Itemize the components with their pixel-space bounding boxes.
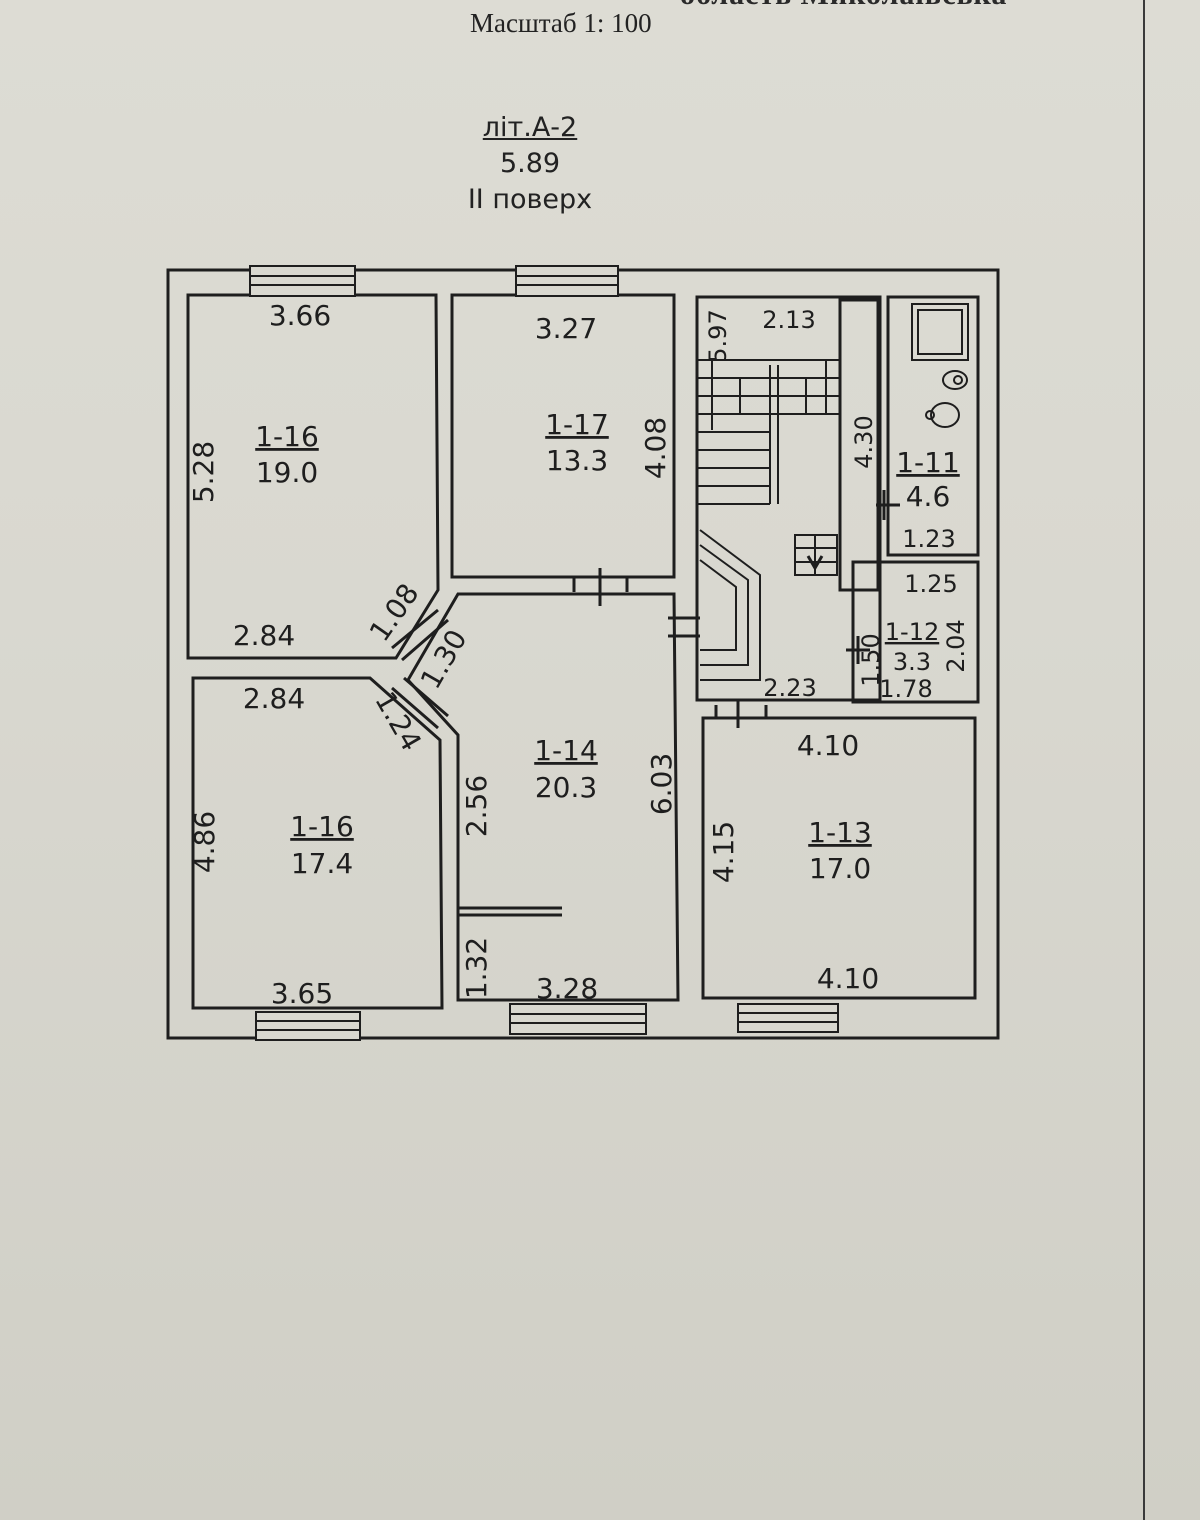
room-label-1-12: 1-12 — [885, 618, 939, 646]
toilet-icon — [925, 370, 968, 428]
room-1-16-top-outline — [186, 293, 440, 660]
dim-r14-right: 6.03 — [645, 753, 678, 815]
dim-r16b-side: 4.86 — [188, 811, 221, 873]
dim-r12-right: 2.04 — [942, 619, 970, 672]
room-area-1-17: 13.3 — [546, 444, 608, 477]
dim-r16b-top: 2.84 — [243, 682, 305, 715]
stair-arrow — [794, 534, 838, 576]
window-top-2 — [515, 265, 619, 297]
stair-treads — [697, 359, 840, 505]
dim-r13-bottom: 4.10 — [817, 962, 879, 995]
room-label-1-11: 1-11 — [896, 446, 960, 479]
dim-r16a-bottom: 2.84 — [233, 619, 295, 652]
room-area-1-16-top: 19.0 — [256, 456, 318, 489]
dim-r13-top: 4.10 — [797, 729, 859, 762]
room-area-1-12: 3.3 — [893, 648, 931, 676]
floor-name: ІІ поверх — [467, 184, 593, 215]
dim-r12-bottom: 1.78 — [879, 675, 932, 703]
room-label-1-14: 1-14 — [534, 734, 598, 767]
dim-diag-130: 1.30 — [414, 624, 474, 694]
dim-r14-bottom: 3.28 — [536, 972, 598, 1005]
dim-r17-side: 4.08 — [639, 417, 672, 479]
stair-landing-turn — [699, 529, 761, 681]
dim-r16a-top: 3.66 — [269, 299, 331, 332]
dim-r17-top: 3.27 — [535, 312, 597, 345]
room-1-13-outline — [701, 716, 977, 1000]
room-label-1-16-top: 1-16 — [255, 420, 319, 453]
scale-label: Масштаб 1: 100 — [470, 8, 652, 38]
room-1-12-outline — [851, 560, 980, 704]
room-area-1-14: 20.3 — [535, 771, 597, 804]
dim-r14-niche: 1.32 — [460, 937, 493, 999]
header-region-text: область Миколаївська — [680, 0, 1007, 12]
window-bottom-3 — [737, 1003, 839, 1033]
window-bottom-2 — [509, 1003, 647, 1035]
room-label-1-17: 1-17 — [545, 408, 609, 441]
building-letter: літ.А-2 — [482, 112, 578, 143]
dim-r11-width: 1.23 — [902, 525, 955, 553]
door-diag-2 — [391, 686, 439, 730]
room-area-1-16-bottom: 17.4 — [291, 847, 353, 880]
room-label-1-16-bottom: 1-16 — [290, 810, 354, 843]
room-label-1-13: 1-13 — [808, 816, 872, 849]
floor-height: 5.89 — [499, 148, 561, 179]
floor-title-block: літ.А-2 5.89 ІІ поверх — [430, 110, 630, 218]
window-bottom-1 — [255, 1011, 361, 1041]
dim-r16a-side: 5.28 — [187, 441, 220, 503]
room-1-16-bottom-outline — [191, 676, 444, 1010]
window-top-1 — [249, 265, 356, 297]
dim-stair-597: 5.97 — [704, 309, 732, 362]
dim-r14-left: 2.56 — [460, 775, 493, 837]
dim-r13-side: 4.15 — [707, 821, 740, 883]
shaft-outline — [838, 298, 880, 592]
stair-outline — [695, 295, 882, 702]
page-edge-line — [1143, 0, 1145, 1520]
room-area-1-13: 17.0 — [809, 852, 871, 885]
bathtub-icon — [911, 303, 969, 361]
room-1-11-outline — [886, 295, 980, 557]
dim-r12-left: 1.50 — [857, 633, 885, 686]
dim-r16b-bottom: 3.65 — [271, 977, 333, 1010]
dim-diag-108: 1.08 — [363, 578, 426, 648]
dim-r12-top: 1.25 — [904, 570, 957, 598]
dim-stair-213: 2.13 — [762, 306, 815, 334]
dim-stair-430: 4.30 — [850, 415, 878, 468]
door-diag-1 — [391, 608, 439, 650]
room-area-1-11: 4.6 — [906, 480, 951, 513]
dim-hall-223: 2.23 — [763, 674, 816, 702]
